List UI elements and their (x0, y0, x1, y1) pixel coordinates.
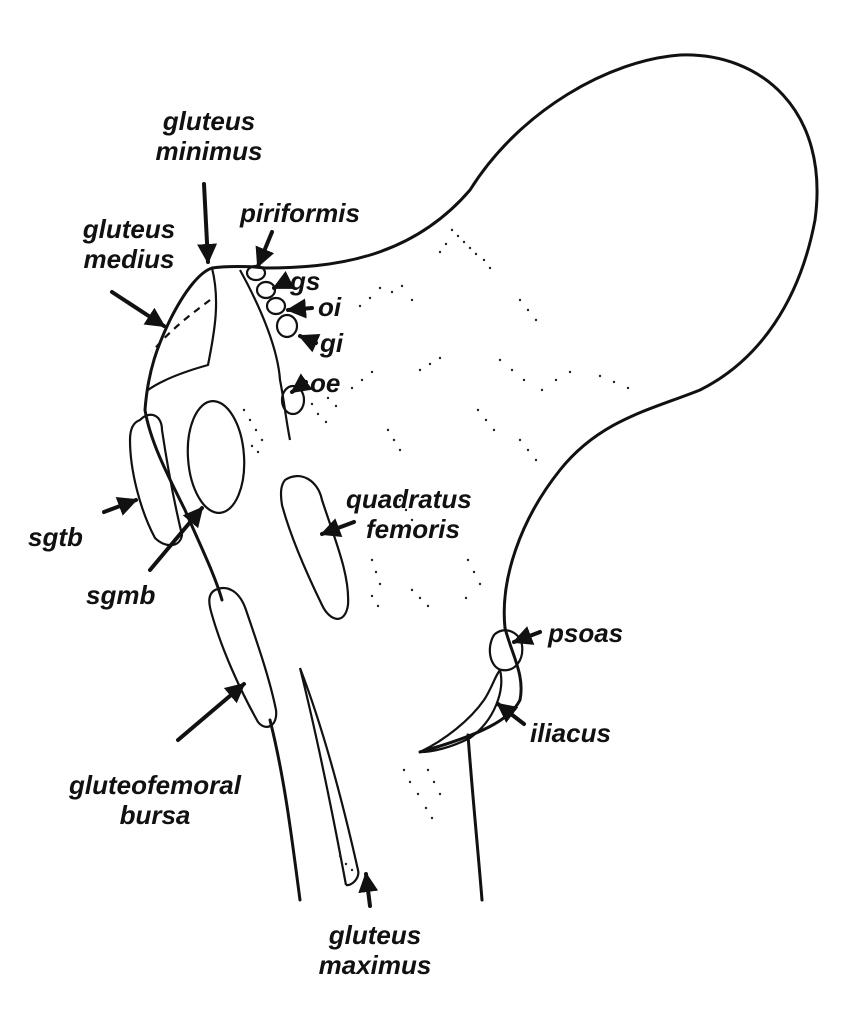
label-oe: oe (310, 368, 341, 398)
label-sgtb: sgtb (28, 522, 83, 552)
iliacus-insertion (418, 668, 503, 754)
gi-insertion (275, 313, 299, 339)
label-sgmb: sgmb (86, 580, 156, 610)
label-iliacus: iliacus (530, 718, 611, 748)
sgtb-bursa (128, 413, 184, 547)
psoas-insertion (488, 629, 524, 672)
gluteus-medius-facet (147, 267, 218, 391)
label-gluteofemoral-bursa: gluteofemoral bursa (69, 770, 241, 830)
label-gluteus-minimus: gluteus minimus (155, 106, 263, 166)
gluteus-medius-dashed-line (151, 299, 211, 353)
arrow-gi (298, 334, 321, 353)
arrow-sgmb (148, 506, 204, 572)
arrow-gluteus-minimus (197, 182, 218, 264)
arrow-gluteus-maximus (358, 872, 379, 908)
arrow-quadratus-femoris (320, 518, 356, 538)
gluteofemoral-bursa-shape (208, 586, 278, 728)
arrow-sgtb (102, 496, 138, 516)
label-oi: oi (318, 292, 342, 322)
arrow-oe (290, 373, 313, 394)
label-psoas: psoas (548, 618, 624, 648)
arrow-gluteofemoral-bursa (176, 682, 246, 742)
sgmb-bursa (186, 400, 246, 514)
label-gi: gi (320, 328, 344, 358)
arrow-gluteus-medius (110, 290, 166, 328)
arrow-oi (286, 298, 314, 319)
arrow-gs (272, 271, 295, 290)
label-gluteus-medius: gluteus medius (82, 214, 176, 274)
label-gluteus-maximus: gluteus maximus (318, 920, 432, 980)
shaft-lateral-outline (268, 718, 302, 902)
gluteus-maximus-insertion (298, 667, 360, 887)
oi-insertion (265, 296, 287, 316)
femoral-head-outline (263, 53, 819, 630)
lesser-trochanter-outline (418, 626, 523, 754)
bone-stippling (242, 228, 630, 872)
label-piriformis: piriformis (240, 198, 360, 228)
label-gs: gs (290, 266, 321, 296)
shaft-medial-outline (466, 733, 484, 902)
trochanteric-fossa (239, 269, 292, 441)
arrow-piriformis (255, 230, 275, 268)
arrow-psoas (512, 626, 542, 645)
arrow-iliacus (496, 702, 526, 726)
label-quadratus-femoris: quadratus femoris (346, 484, 472, 544)
gs-insertion (255, 280, 277, 300)
quadratus-femoris-insertion (279, 474, 350, 620)
